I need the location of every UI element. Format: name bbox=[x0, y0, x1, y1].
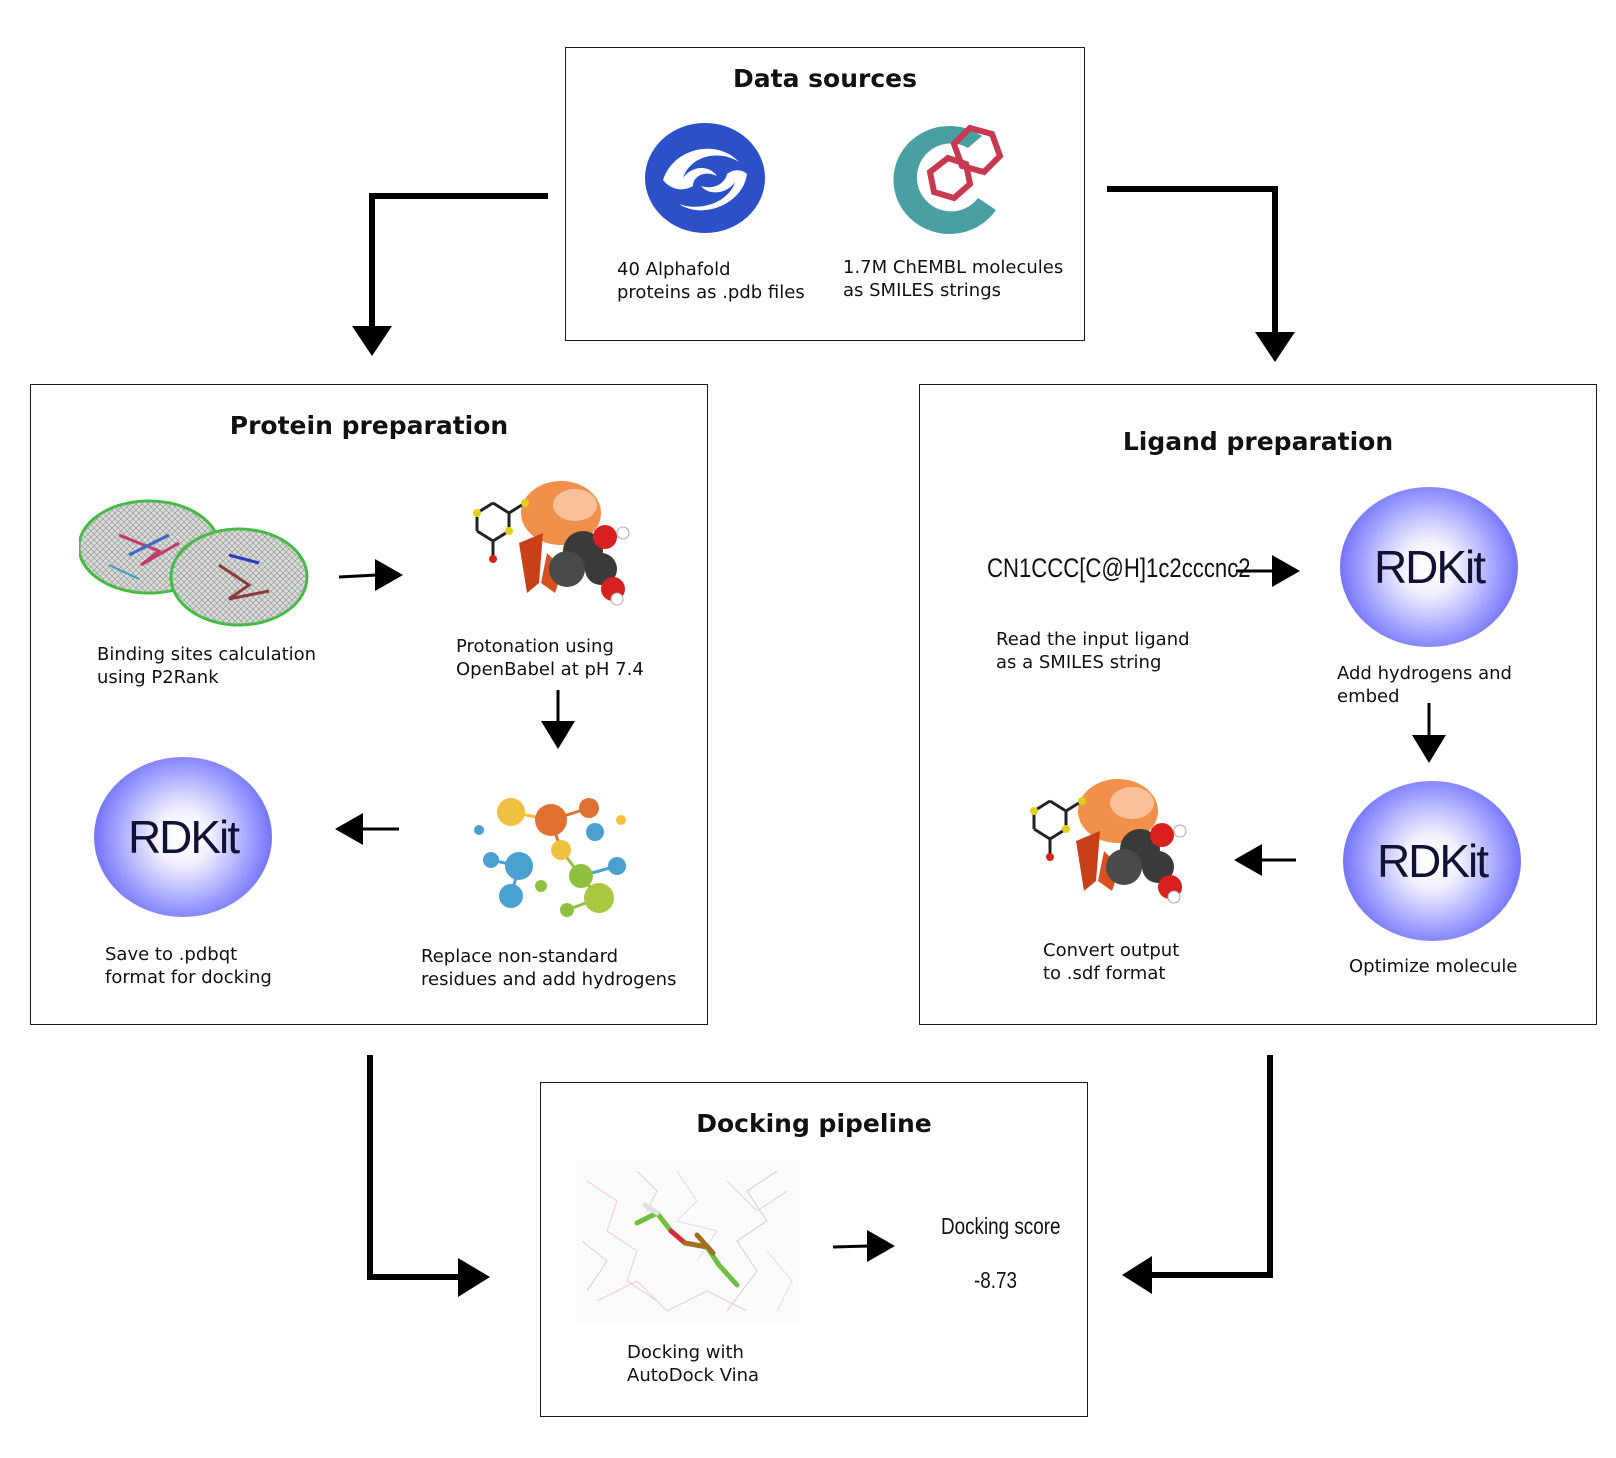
protein-inner-arrows bbox=[335, 559, 575, 845]
save-pdbqt-caption: Save to .pdbqt format for docking bbox=[105, 944, 272, 988]
alphafold-logo-icon bbox=[645, 123, 765, 233]
binding-sites-caption: Binding sites calculation using P2Rank bbox=[97, 644, 317, 688]
sdf-molecule-icon bbox=[1030, 779, 1187, 904]
ligand-preparation-panel: Ligand preparation CN1CCC[C@H]1c2cccnc2 … bbox=[919, 384, 1597, 1025]
arrow-sources-to-ligand bbox=[1107, 186, 1295, 362]
chembl-caption: 1.7M ChEMBL molecules as SMILES strings bbox=[843, 257, 1064, 301]
ligand-inner-arrows bbox=[1234, 555, 1446, 876]
protonated-molecule-icon bbox=[473, 481, 630, 606]
data-sources-title: Data sources bbox=[733, 64, 917, 93]
docking-pipeline-panel: Docking pipeline Docking score bbox=[540, 1082, 1088, 1417]
arrow-replace-to-save bbox=[335, 813, 399, 845]
add-hydrogens-caption: Add hydrogens and embed bbox=[1337, 663, 1512, 707]
data-sources-panel: Data sources 40 Alphafold proteins as .p… bbox=[565, 47, 1085, 341]
docking-score-value: -8.73 bbox=[974, 1267, 1017, 1293]
optimize-caption: Optimize molecule bbox=[1349, 956, 1518, 977]
ligand-preparation-title: Ligand preparation bbox=[1122, 427, 1394, 456]
docking-inner-arrow bbox=[832, 1230, 895, 1262]
molecule-network-icon bbox=[474, 798, 626, 917]
rdkit-logo-embed: RDKit bbox=[1340, 487, 1518, 647]
rdkit-logo-optimize: RDKit bbox=[1343, 781, 1521, 941]
arrow-ligand-to-docking bbox=[1122, 1055, 1273, 1294]
replace-residues-caption: Replace non-standard residues and add hy… bbox=[421, 946, 677, 990]
arrow-smiles-to-embed bbox=[1236, 555, 1300, 587]
protonation-caption: Protonation using OpenBabel at pH 7.4 bbox=[456, 636, 644, 680]
arrow-optimize-to-sdf bbox=[1234, 844, 1296, 876]
docking-score-label: Docking score bbox=[941, 1213, 1061, 1239]
arrow-protein-to-docking bbox=[367, 1055, 490, 1297]
docking-pose-icon bbox=[577, 1161, 799, 1323]
arrow-binding-to-protonation bbox=[338, 559, 403, 591]
smiles-string: CN1CCC[C@H]1c2cccnc2 bbox=[987, 553, 1251, 583]
docking-pipeline-title: Docking pipeline bbox=[696, 1109, 932, 1138]
protein-preparation-title: Protein preparation bbox=[229, 411, 509, 440]
autodock-caption: Docking with AutoDock Vina bbox=[627, 1342, 760, 1386]
chembl-logo-icon bbox=[893, 124, 1004, 234]
rdkit-logo-protein: RDKit bbox=[94, 757, 272, 917]
protein-preparation-panel: Protein preparation bbox=[30, 384, 708, 1025]
protein-surface-icon bbox=[79, 499, 309, 627]
convert-sdf-caption: Convert output to .sdf format bbox=[1043, 940, 1180, 984]
arrow-sources-to-protein bbox=[352, 193, 548, 356]
arrow-embed-to-optimize bbox=[1412, 703, 1446, 763]
read-smiles-caption: Read the input ligand as a SMILES string bbox=[996, 629, 1190, 673]
alphafold-caption: 40 Alphafold proteins as .pdb files bbox=[617, 259, 805, 303]
arrow-protonation-to-replace bbox=[541, 690, 575, 749]
